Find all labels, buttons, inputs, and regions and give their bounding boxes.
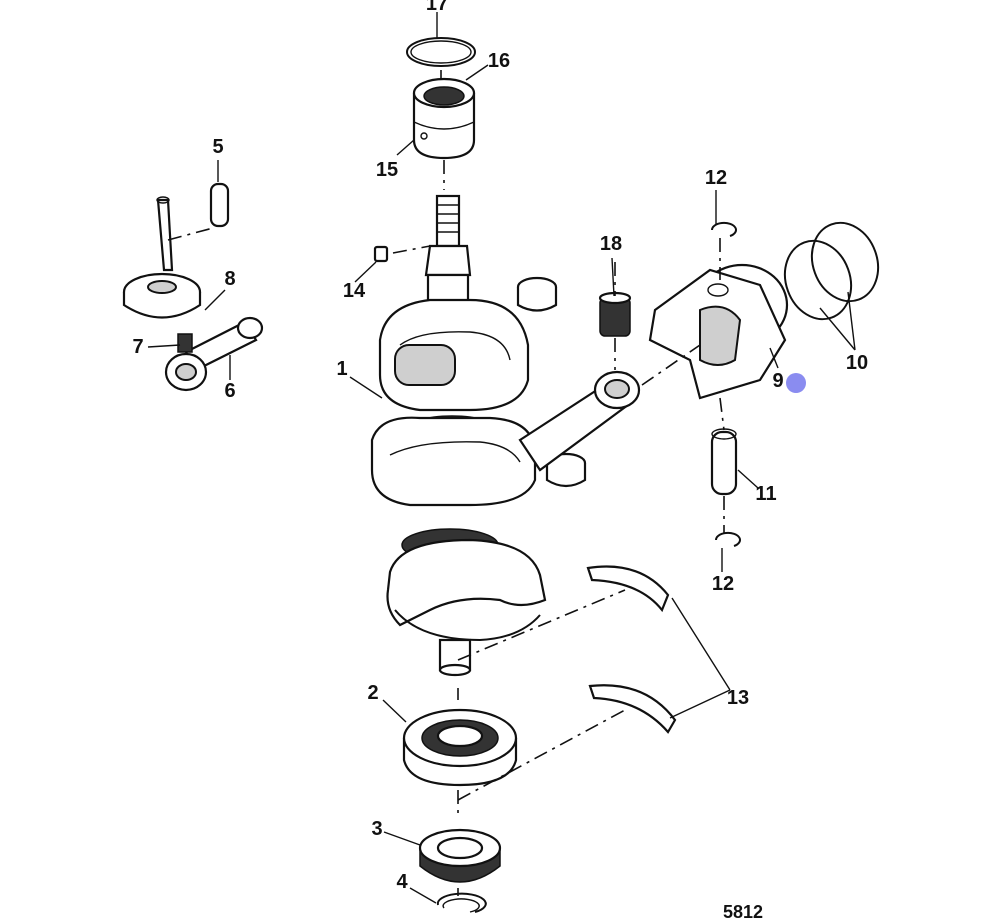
callout-11: 11 (755, 483, 777, 505)
part-10-piston-rings (783, 221, 880, 321)
part-15-16-upper-bearing (412, 77, 476, 160)
part-12-clip-lower (714, 531, 741, 547)
figure-number: 5812 (722, 902, 764, 922)
part-5-pin (209, 182, 230, 228)
callout-17: 17 (425, 0, 449, 15)
callout-9: 9 (772, 370, 784, 392)
callout-6: 6 (224, 380, 236, 402)
callout-3: 3 (371, 818, 383, 840)
callout-18: 18 (599, 233, 623, 255)
part-2-lower-bearing (402, 708, 518, 787)
callout-12-upper: 12 (704, 167, 728, 189)
part-1-crankshaft (370, 194, 587, 677)
part-13-thrust-washers (586, 565, 677, 734)
callout-12-lower: 12 (711, 573, 735, 595)
part-8-small-crankshaft (122, 196, 214, 319)
assembly-axis-lines (392, 70, 725, 896)
callout-2: 2 (367, 682, 379, 704)
callout-4: 4 (396, 871, 408, 893)
callout-15: 15 (375, 159, 399, 181)
part-6-small-connecting-rod (164, 316, 264, 392)
callout-14: 14 (342, 280, 366, 302)
part-11-wrist-pin (710, 428, 738, 496)
part-12-clip-upper (710, 221, 737, 237)
callout-5: 5 (212, 136, 224, 158)
callout-13: 13 (726, 687, 750, 709)
callout-1: 1 (336, 358, 348, 380)
part-connecting-rod (518, 370, 641, 472)
callout-7: 7 (132, 336, 144, 358)
callout-8: 8 (224, 268, 236, 290)
part-14-key (373, 245, 389, 263)
hotspot-marker-9[interactable] (786, 373, 806, 393)
part-3-seal (418, 828, 502, 883)
callout-10: 10 (845, 352, 869, 374)
callout-16: 16 (487, 50, 511, 72)
part-18-needle-bearing (598, 291, 632, 337)
part-17-o-ring (406, 37, 476, 67)
callout-leader-lines (147, 12, 856, 904)
part-4-snap-ring (436, 892, 487, 913)
part-9-piston (648, 263, 789, 400)
